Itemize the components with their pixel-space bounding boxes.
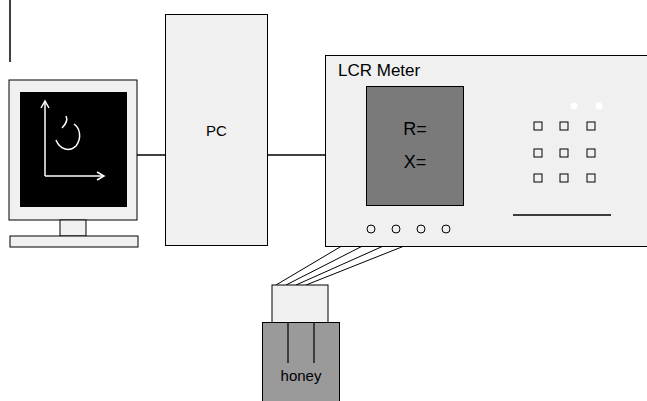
test-fixture bbox=[272, 285, 328, 325]
cable bbox=[268, 155, 325, 156]
node-label: PC bbox=[206, 122, 227, 139]
node-label: LCR Meter bbox=[338, 61, 636, 81]
node-label: R= bbox=[403, 119, 427, 140]
cable bbox=[9, 0, 11, 62]
meter-display: R= X= bbox=[366, 86, 464, 206]
monitor-neck bbox=[60, 220, 86, 236]
node-label: X= bbox=[404, 152, 427, 173]
honey-container: honey bbox=[262, 322, 340, 401]
node-label: honey bbox=[281, 367, 322, 384]
lcr-meter: LCR MeterR= X= bbox=[325, 55, 647, 247]
probes bbox=[263, 323, 341, 401]
plot-icon bbox=[41, 101, 104, 180]
monitor-frame bbox=[9, 80, 137, 220]
monitor-screen bbox=[20, 92, 127, 207]
pc-tower: PC bbox=[165, 14, 268, 246]
monitor-cable bbox=[137, 154, 165, 156]
monitor-base bbox=[10, 236, 138, 247]
